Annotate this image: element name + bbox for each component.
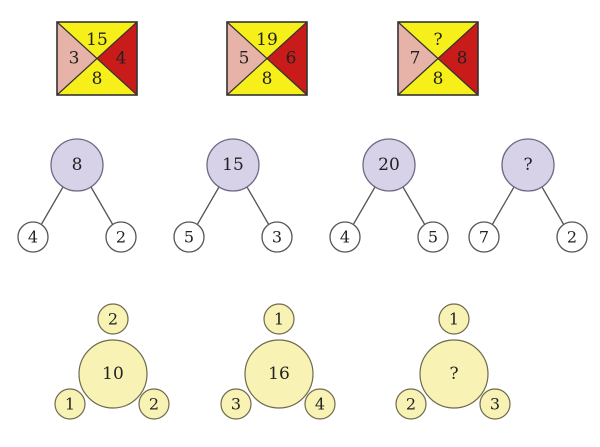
tree-leaf-left-circle xyxy=(329,221,361,253)
tree-branch-left xyxy=(40,186,64,226)
cluster-right-number: 3 xyxy=(490,395,500,414)
cluster-center-number: 10 xyxy=(102,364,124,384)
envelope-left-number: 3 xyxy=(69,49,80,69)
tree-leaf-right-circle xyxy=(417,221,449,253)
envelope-1: 15 3 48 xyxy=(56,21,138,96)
cluster-right-circle xyxy=(304,388,336,420)
tree-root-number: 8 xyxy=(72,155,83,175)
cluster-left-circle xyxy=(220,388,252,420)
envelope-right-triangle xyxy=(267,22,307,95)
envelope-diagonal xyxy=(226,21,308,96)
cluster-right-number: 4 xyxy=(315,395,325,414)
tree-branch-right xyxy=(90,186,114,226)
cluster-left-number: 1 xyxy=(65,395,75,414)
tree-branch-left xyxy=(196,186,220,226)
envelope-left-triangle xyxy=(398,22,438,95)
envelope-right-number: 8 xyxy=(457,49,468,69)
cluster-left-number: 2 xyxy=(406,395,416,414)
tree-leaf-left-circle xyxy=(173,221,205,253)
cluster-right-circle xyxy=(479,388,511,420)
tree-leaf-left-circle xyxy=(468,221,500,253)
cluster-left-circle xyxy=(395,388,427,420)
tree-root-number: 15 xyxy=(222,155,244,175)
tree-branch-right xyxy=(246,186,270,226)
envelope-top-number: 15 xyxy=(86,30,108,50)
tree-root-circle xyxy=(50,138,104,192)
envelope-bottom-number: 8 xyxy=(433,69,444,89)
tree-leaf-left-number: 4 xyxy=(340,228,350,247)
envelope-bottom-number: 8 xyxy=(262,69,273,89)
tree-root-number: 20 xyxy=(378,155,400,175)
envelope-left-number: 7 xyxy=(410,49,421,69)
tree-leaf-left-number: 5 xyxy=(184,228,194,247)
envelope-right-number: 6 xyxy=(286,49,297,69)
envelope-right-triangle xyxy=(97,22,137,95)
cluster-right-number: 2 xyxy=(149,395,159,414)
cluster-top-number: 1 xyxy=(449,310,459,329)
envelope-left-triangle xyxy=(57,22,97,95)
cluster-top-circle xyxy=(438,303,470,335)
envelope-border xyxy=(226,21,308,96)
cluster-top-circle xyxy=(97,303,129,335)
tree-leaf-right-number: 5 xyxy=(428,228,438,247)
tree-branch-right xyxy=(541,186,565,226)
cluster-center-circle xyxy=(78,339,148,409)
cluster-center-number: ? xyxy=(449,364,458,384)
envelope-left-triangle xyxy=(227,22,267,95)
cluster-top-circle xyxy=(263,303,295,335)
envelope-top-number: 19 xyxy=(256,30,278,50)
tree-branch-left xyxy=(491,186,515,226)
tree-leaf-right-circle xyxy=(261,221,293,253)
tree-leaf-right-number: 3 xyxy=(272,228,282,247)
envelope-left-number: 5 xyxy=(239,49,250,69)
envelope-right-number: 4 xyxy=(116,49,127,69)
number-tree-1: 8 4 2 xyxy=(17,138,137,253)
number-tree-4: ? 7 2 xyxy=(468,138,588,253)
tree-branch-left xyxy=(352,186,376,226)
tree-leaf-left-circle xyxy=(17,221,49,253)
tree-leaf-left-number: 7 xyxy=(479,228,489,247)
envelope-bottom-number: 8 xyxy=(92,69,103,89)
tree-root-circle xyxy=(501,138,555,192)
tree-leaf-right-circle xyxy=(105,221,137,253)
envelope-border xyxy=(397,21,479,96)
envelope-right-triangle xyxy=(438,22,478,95)
envelope-border xyxy=(56,21,138,96)
circle-cluster-1: 10 2 1 2 xyxy=(54,303,170,420)
tree-leaf-right-number: 2 xyxy=(567,228,577,247)
cluster-center-circle xyxy=(419,339,489,409)
cluster-left-circle xyxy=(54,388,86,420)
envelope-diagonal xyxy=(397,21,479,96)
tree-leaf-right-number: 2 xyxy=(116,228,126,247)
tree-leaf-right-circle xyxy=(556,221,588,253)
circle-cluster-3: ? 1 2 3 xyxy=(395,303,511,420)
cluster-center-circle xyxy=(244,339,314,409)
cluster-left-number: 3 xyxy=(231,395,241,414)
cluster-top-number: 1 xyxy=(274,310,284,329)
tree-root-circle xyxy=(362,138,416,192)
cluster-center-number: 16 xyxy=(268,364,290,384)
tree-root-number: ? xyxy=(523,155,532,175)
cluster-right-circle xyxy=(138,388,170,420)
envelope-top-number: ? xyxy=(433,30,442,50)
envelope-2: 19 5 68 xyxy=(226,21,308,96)
cluster-top-number: 2 xyxy=(108,310,118,329)
circle-cluster-2: 16 1 3 4 xyxy=(220,303,336,420)
tree-leaf-left-number: 4 xyxy=(28,228,38,247)
tree-root-circle xyxy=(206,138,260,192)
envelope-diagonal xyxy=(56,21,138,96)
tree-branch-right xyxy=(402,186,426,226)
